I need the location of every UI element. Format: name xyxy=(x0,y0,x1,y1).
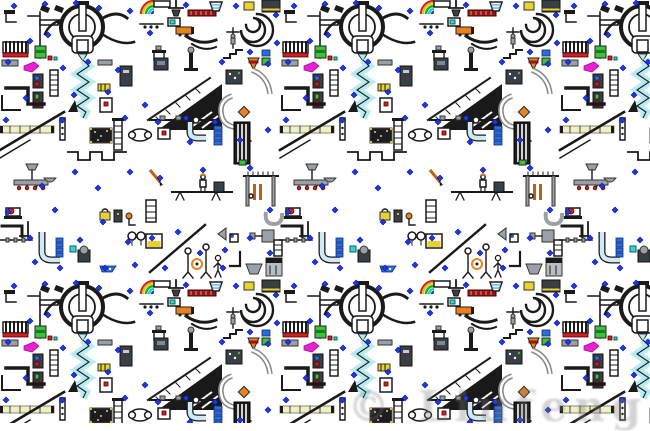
diagram-tile xyxy=(560,0,650,278)
diagram-tile xyxy=(280,280,562,423)
diagram-tile xyxy=(0,280,282,423)
diagram-tile xyxy=(0,0,282,278)
diagram-tile xyxy=(280,0,562,278)
diagram-tile xyxy=(560,280,650,423)
